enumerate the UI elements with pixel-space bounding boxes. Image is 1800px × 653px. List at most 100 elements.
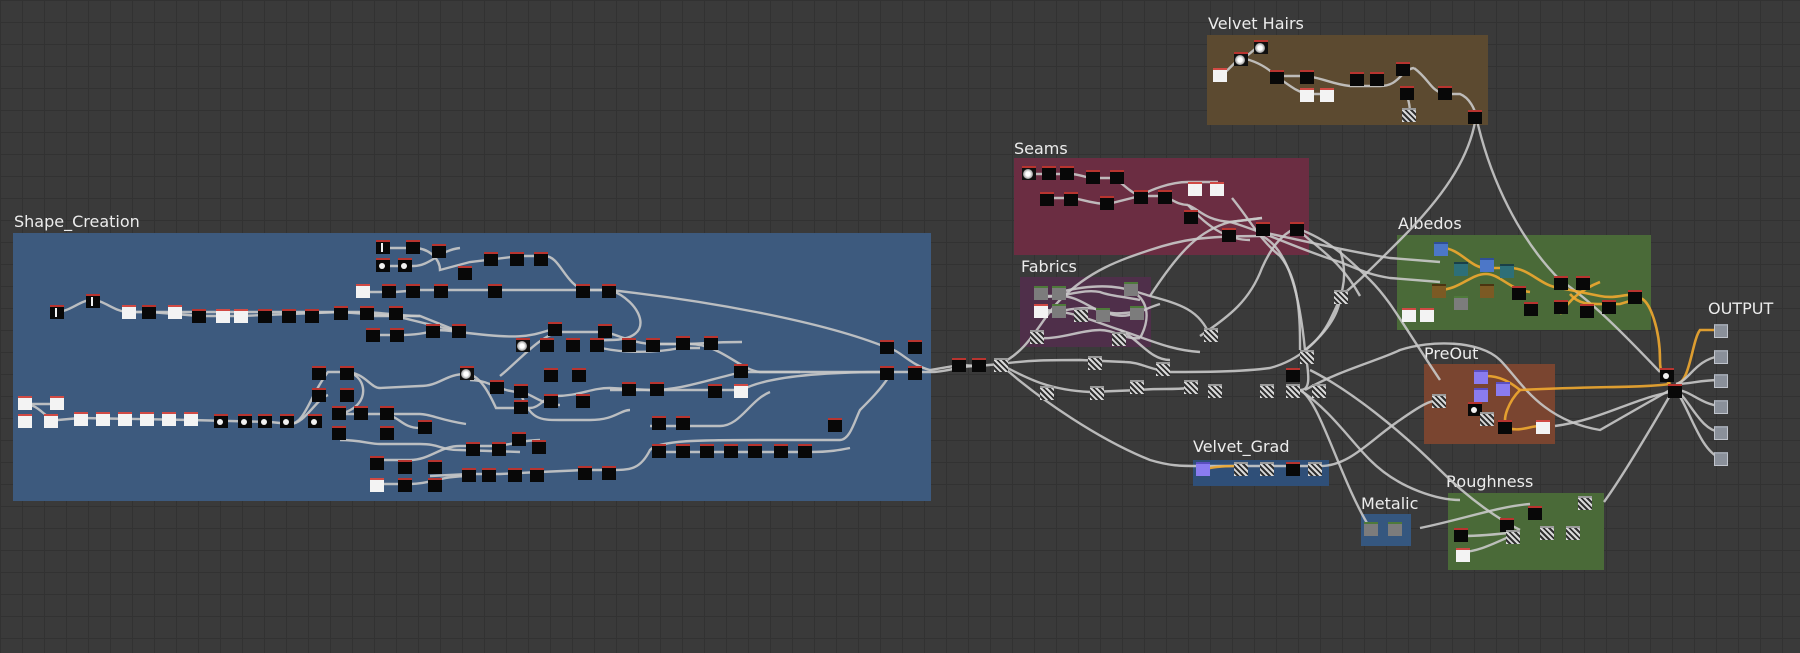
node[interactable] <box>370 456 384 470</box>
node[interactable] <box>652 416 666 430</box>
output-node[interactable] <box>1714 324 1728 338</box>
node[interactable] <box>1454 296 1468 310</box>
node[interactable] <box>828 418 842 432</box>
node[interactable] <box>140 412 154 426</box>
node[interactable] <box>734 364 748 378</box>
node[interactable] <box>1364 522 1378 536</box>
node[interactable] <box>1088 356 1102 370</box>
node[interactable] <box>1500 264 1514 278</box>
node[interactable] <box>389 306 403 320</box>
output-node[interactable] <box>1714 350 1728 364</box>
node[interactable] <box>1432 284 1446 298</box>
node[interactable] <box>1254 40 1268 54</box>
node[interactable] <box>1576 276 1590 290</box>
node[interactable] <box>1286 462 1300 476</box>
node[interactable] <box>426 324 440 338</box>
node[interactable] <box>1260 384 1274 398</box>
node[interactable] <box>366 328 380 342</box>
node[interactable] <box>646 338 660 352</box>
node[interactable] <box>1480 412 1494 426</box>
node[interactable] <box>576 284 590 298</box>
node[interactable] <box>162 412 176 426</box>
node[interactable] <box>994 358 1008 372</box>
node[interactable] <box>652 444 666 458</box>
node[interactable] <box>1396 62 1410 76</box>
node[interactable] <box>748 444 762 458</box>
node[interactable] <box>1204 328 1218 342</box>
node[interactable] <box>214 414 228 428</box>
node[interactable] <box>1480 258 1494 272</box>
node[interactable] <box>1234 462 1248 476</box>
node[interactable] <box>434 284 448 298</box>
node[interactable] <box>1500 518 1514 532</box>
node[interactable] <box>192 309 206 323</box>
node[interactable] <box>490 380 504 394</box>
node[interactable] <box>452 324 466 338</box>
node[interactable] <box>118 412 132 426</box>
node[interactable] <box>312 388 326 402</box>
node[interactable] <box>1222 228 1236 242</box>
node[interactable] <box>510 252 524 266</box>
node[interactable] <box>548 322 562 336</box>
node[interactable] <box>482 468 496 482</box>
node[interactable] <box>774 444 788 458</box>
node[interactable] <box>1402 108 1416 122</box>
node[interactable] <box>18 396 32 410</box>
node[interactable] <box>370 478 384 492</box>
node[interactable] <box>258 414 272 428</box>
node[interactable] <box>1528 506 1542 520</box>
node[interactable] <box>880 340 894 354</box>
node[interactable] <box>1334 290 1348 304</box>
node[interactable] <box>1184 380 1198 394</box>
node[interactable] <box>544 394 558 408</box>
node[interactable] <box>1300 88 1314 102</box>
node[interactable] <box>462 468 476 482</box>
node[interactable] <box>312 366 326 380</box>
node[interactable] <box>122 305 136 319</box>
node[interactable] <box>622 338 636 352</box>
node[interactable] <box>1184 210 1198 224</box>
node[interactable] <box>1300 350 1314 364</box>
node[interactable] <box>216 309 230 323</box>
output-node[interactable] <box>1714 374 1728 388</box>
node[interactable] <box>1256 222 1270 236</box>
node[interactable] <box>512 432 526 446</box>
node[interactable] <box>466 442 480 456</box>
node[interactable] <box>650 382 664 396</box>
node[interactable] <box>1134 190 1148 204</box>
node[interactable] <box>602 466 616 480</box>
node[interactable] <box>308 414 322 428</box>
node[interactable] <box>305 309 319 323</box>
node[interactable] <box>360 306 374 320</box>
node[interactable] <box>1300 70 1314 84</box>
node[interactable] <box>566 338 580 352</box>
node[interactable] <box>704 336 718 350</box>
node[interactable] <box>50 305 64 319</box>
node[interactable] <box>1454 528 1468 542</box>
node[interactable] <box>1438 86 1452 100</box>
node[interactable] <box>1308 462 1322 476</box>
node[interactable] <box>544 368 558 382</box>
node[interactable] <box>398 478 412 492</box>
node[interactable] <box>44 414 58 428</box>
node[interactable] <box>492 442 506 456</box>
node[interactable] <box>1270 70 1284 84</box>
node[interactable] <box>96 412 110 426</box>
node[interactable] <box>1402 308 1416 322</box>
node[interactable] <box>1042 166 1056 180</box>
node[interactable] <box>1628 290 1642 304</box>
node[interactable] <box>406 284 420 298</box>
node[interactable] <box>1506 530 1520 544</box>
node[interactable] <box>234 309 248 323</box>
node[interactable] <box>1100 196 1114 210</box>
node[interactable] <box>432 244 446 258</box>
node[interactable] <box>382 284 396 298</box>
node[interactable] <box>1312 384 1326 398</box>
node[interactable] <box>676 416 690 430</box>
node[interactable] <box>1188 182 1202 196</box>
node[interactable] <box>972 358 986 372</box>
node[interactable] <box>734 384 748 398</box>
node[interactable] <box>1602 300 1616 314</box>
node[interactable] <box>1040 192 1054 206</box>
node[interactable] <box>334 306 348 320</box>
